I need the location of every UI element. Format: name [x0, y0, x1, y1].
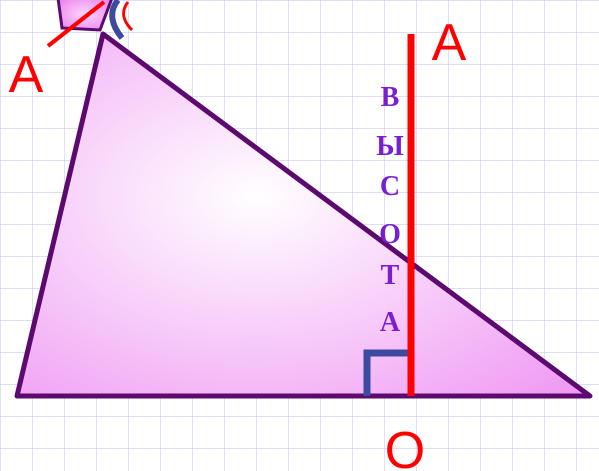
word-letter-1: В: [381, 82, 400, 113]
right-angle-mark: [363, 349, 410, 396]
word-letter-5: Т: [381, 260, 400, 291]
small-red-line: [46, 0, 106, 48]
label-top-left: А: [9, 46, 44, 104]
top-left-shape: [46, 0, 134, 48]
label-top-right: А: [432, 14, 467, 72]
word-letter-6: А: [380, 307, 401, 338]
main-triangle: [14, 31, 593, 399]
label-foot: О: [385, 422, 425, 471]
word-letter-2: Ы: [376, 131, 404, 162]
word-letter-4: О: [379, 219, 401, 250]
word-letter-3: С: [380, 171, 400, 202]
small-angle-arc: [109, 0, 125, 40]
small-angle-arc-inner: [122, 1, 134, 32]
vertical-word: В Ы С О Т А: [376, 82, 404, 338]
